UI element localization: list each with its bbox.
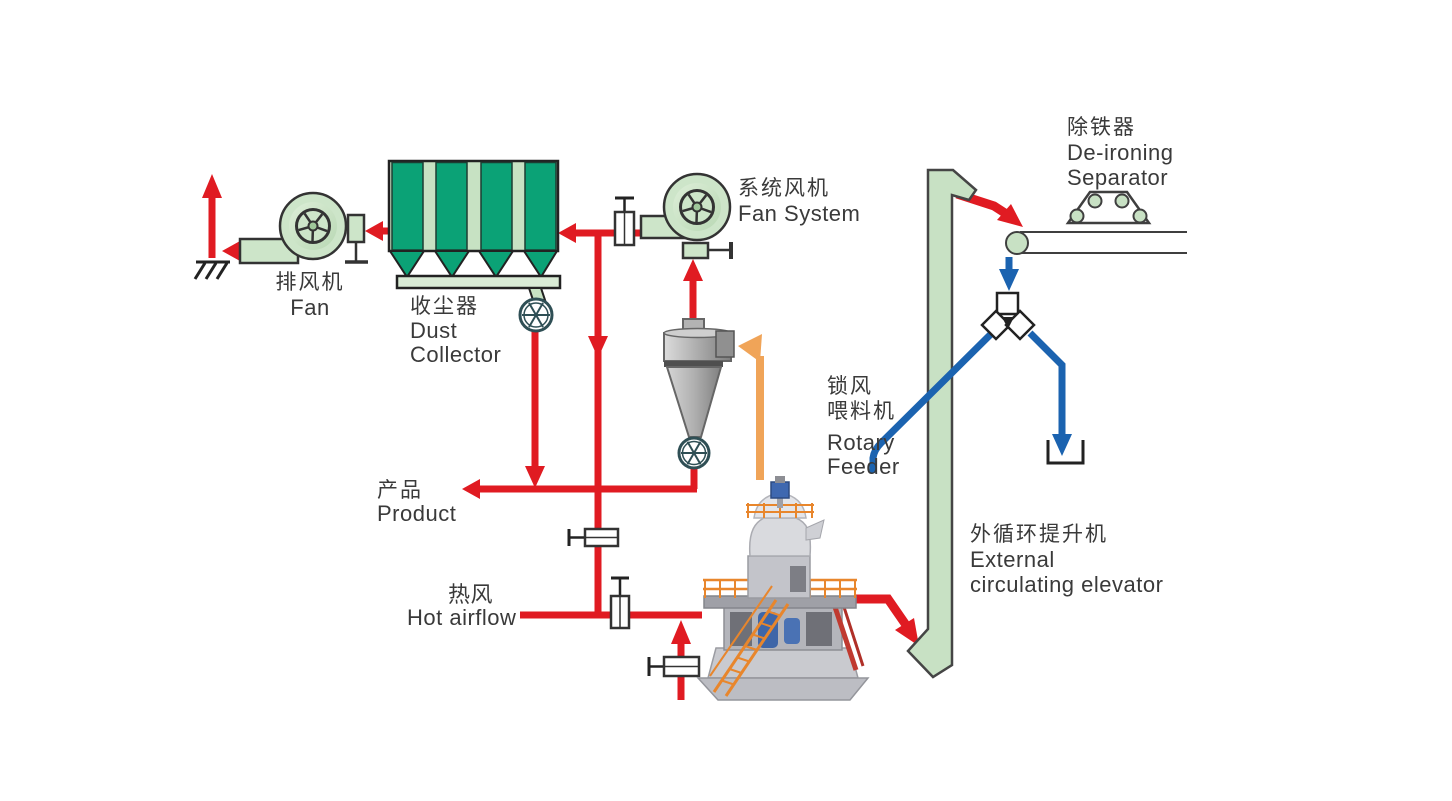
de-ironing-label-en2: Separator bbox=[1067, 165, 1169, 190]
filter-bag bbox=[435, 161, 468, 251]
mill-pedestal bbox=[707, 647, 859, 679]
dust-collector-label: 收尘器 Dust Collector bbox=[410, 295, 501, 367]
mill-roller-cylinder bbox=[784, 618, 800, 644]
feed-to-bucket-line bbox=[1027, 330, 1066, 440]
hopper-beam bbox=[395, 274, 562, 290]
filter-bag bbox=[391, 161, 424, 251]
fan-outlet-arrowhead bbox=[222, 241, 240, 261]
de-ironing-label-zh: 除铁器 bbox=[1067, 116, 1136, 139]
cyclone-separator-icon bbox=[663, 318, 735, 470]
system-fan-label-zh: 系统风机 bbox=[738, 177, 830, 200]
elevator-label-en1: External bbox=[970, 547, 1055, 572]
cyclone-up-arrowhead bbox=[683, 259, 703, 281]
recirculation-arrowhead bbox=[588, 336, 608, 358]
exhaust-fan-label: 排风机 Fan bbox=[266, 270, 354, 320]
cyclone-inlet-box bbox=[715, 330, 735, 358]
belt-pulley bbox=[1005, 231, 1029, 255]
de-ironing-label: 除铁器 De-ironing Separator bbox=[1067, 115, 1174, 190]
cyclone-flange bbox=[664, 361, 723, 367]
system-fan-label: 系统风机 Fan System bbox=[738, 176, 860, 226]
rotary-feeder-label-en: Rotary Feeder bbox=[827, 430, 900, 479]
rotary-feeder-label-zh: 锁风 喂料机 bbox=[827, 375, 896, 423]
stack-ground-icon bbox=[193, 260, 230, 280]
two-way-splitter-icon bbox=[980, 291, 1036, 341]
mill-strut bbox=[831, 603, 859, 671]
product-label: 产品 Product bbox=[377, 479, 456, 525]
hot-air-feed-arrowhead bbox=[671, 620, 691, 644]
rotary-valve-icon bbox=[677, 436, 711, 470]
belt-conveyor-icon bbox=[1005, 231, 1187, 255]
elevator-to-belt-arrowhead bbox=[997, 204, 1023, 227]
mill-staircase bbox=[709, 585, 790, 697]
dust-collector-label-en2: Collector bbox=[410, 342, 502, 367]
dc-to-fan-arrowhead bbox=[365, 221, 383, 241]
belt-down-arrowhead bbox=[999, 269, 1019, 291]
product-label-en: Product bbox=[377, 501, 457, 526]
hopper bbox=[388, 250, 426, 279]
dc-discharge-arrowhead bbox=[525, 466, 545, 488]
damper-valve-icon bbox=[609, 576, 631, 630]
elevator-label: 外循环提升机 External circulating elevator bbox=[970, 522, 1163, 597]
de-ironing-separator-icon bbox=[1065, 190, 1152, 225]
filter-bag bbox=[524, 161, 557, 251]
hopper bbox=[522, 250, 559, 279]
mill-column bbox=[806, 612, 832, 646]
mill-spout bbox=[805, 519, 825, 541]
stack-arrowhead bbox=[202, 174, 222, 198]
mill-base bbox=[696, 677, 870, 701]
fan-support bbox=[346, 213, 366, 244]
exhaust-fan-icon bbox=[238, 191, 368, 265]
feed-to-bucket-arrowhead bbox=[1052, 434, 1072, 456]
feed-to-mill-line bbox=[869, 329, 996, 474]
damper-valve-icon bbox=[613, 196, 636, 247]
hot-airflow-label-zh: 热风 bbox=[448, 582, 494, 607]
mill-to-elevator-line bbox=[854, 594, 910, 628]
exhaust-fan-label-en: Fan bbox=[290, 295, 330, 320]
mill-upper-vessel bbox=[748, 517, 812, 557]
system-fan-icon bbox=[639, 172, 733, 260]
mill-to-elevator-arrowhead bbox=[895, 618, 919, 646]
damper-valve-icon bbox=[567, 527, 620, 548]
orange-return-line bbox=[738, 334, 764, 480]
de-ironing-label-en1: De-ironing bbox=[1067, 140, 1174, 165]
dust-collector-icon bbox=[387, 159, 562, 333]
blue-feed-lines bbox=[869, 257, 1072, 474]
elevator-label-en2: circulating elevator bbox=[970, 572, 1164, 597]
dust-collector-label-en1: Dust bbox=[410, 318, 458, 343]
mill-mid-panel bbox=[790, 566, 806, 592]
fan-support-bar bbox=[729, 242, 733, 259]
hot-airflow-label-en: Hot airflow bbox=[407, 605, 517, 630]
return-arrowhead bbox=[738, 334, 762, 362]
filter-bag bbox=[480, 161, 513, 251]
cyclone-cone bbox=[665, 366, 723, 438]
collection-bucket-icon bbox=[1046, 440, 1085, 465]
elevator-label-zh: 外循环提升机 bbox=[970, 523, 1108, 546]
mill-strut bbox=[841, 603, 865, 667]
rotary-valve-icon bbox=[518, 297, 554, 333]
product-arrowhead bbox=[462, 479, 480, 499]
product-label-zh: 产品 bbox=[377, 479, 423, 502]
sysfan-to-dc-arrowhead bbox=[558, 223, 576, 243]
damper-valve-icon bbox=[647, 655, 701, 678]
vertical-mill-icon bbox=[696, 476, 870, 701]
dust-collector-label-zh: 收尘器 bbox=[410, 295, 479, 318]
fan-bottom-flange bbox=[681, 241, 710, 260]
hopper bbox=[477, 250, 515, 279]
external-elevator-icon bbox=[906, 168, 978, 679]
system-fan-label-en: Fan System bbox=[738, 201, 861, 226]
exhaust-fan-label-zh: 排风机 bbox=[275, 271, 345, 294]
mill-motor bbox=[770, 481, 790, 499]
hopper bbox=[433, 250, 471, 279]
